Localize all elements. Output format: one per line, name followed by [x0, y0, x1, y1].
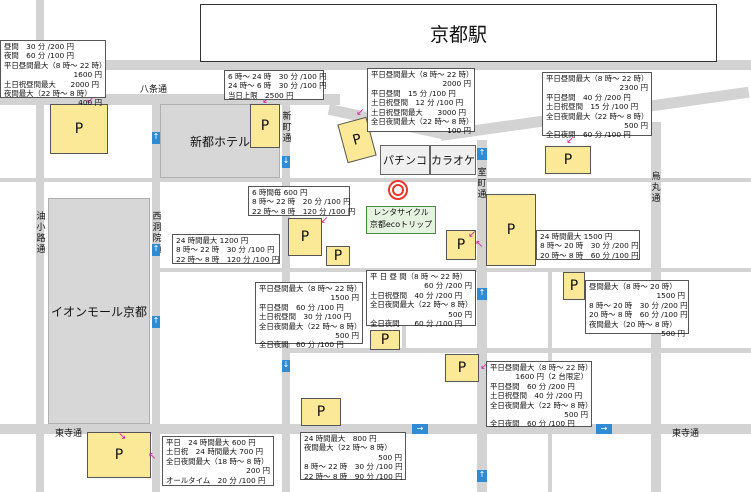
- parking-lot-a: P: [50, 104, 108, 154]
- pointer-arrow-icon: ↖: [475, 239, 484, 250]
- road-hachijo-west: [0, 94, 340, 105]
- oneway-arrow-icon: ↓: [282, 360, 290, 372]
- parking-lot-d: P: [545, 146, 591, 174]
- aeon-label: イオンモール京都: [50, 304, 147, 319]
- info-box-d: 平日昼間最大（8 時～ 22 時） 2300 円 平日昼間 40 分 /200 …: [542, 72, 652, 139]
- pachinko-label: パチンコ: [383, 154, 427, 167]
- road-muromachi: [477, 140, 487, 492]
- karaoke-label: カラオケ: [431, 154, 475, 167]
- info-box-l: 24 時間最大 800 円 夜間最大（22 時～ 8 時） 500 円 8 時～…: [300, 432, 406, 481]
- pointer-arrow-icon: ↙: [566, 135, 575, 146]
- oneway-arrow-icon: ↑: [477, 148, 487, 160]
- pachinko-sign: パチンコ: [380, 145, 430, 175]
- info-box-h: 平日昼間最大（8 時～ 22 時） 1500 円 平日昼間 60 分 /100 …: [255, 282, 363, 349]
- oneway-arrow-icon: →: [412, 424, 428, 434]
- pointer-arrow-icon: ↙: [320, 215, 329, 226]
- oneway-arrow-icon: ↑: [477, 470, 487, 482]
- aeon-building: イオンモール京都: [48, 198, 150, 424]
- info-box-a: 昼間 30 分 /200 円 夜間 60 分 /100 円 平日昼間最大（8 時…: [0, 40, 106, 107]
- road-mid-3: [0, 178, 751, 182]
- target-marker-inner-icon: [392, 184, 404, 196]
- rental-line-1: レンタサイクル: [373, 208, 429, 217]
- parking-lot-f: P: [326, 246, 350, 266]
- pointer-arrow-icon: ↖: [148, 451, 157, 462]
- parking-lot-e: P: [288, 218, 322, 256]
- road-label-muromachi: 室町通: [477, 168, 487, 200]
- info-box-m: 平日 24 時間最大 600 円 土日祝 24 時間最大 700 円 全日夜間最…: [162, 436, 274, 486]
- parking-lot-m: P: [87, 432, 151, 478]
- parking-lot-j: P: [563, 272, 585, 300]
- parking-lot-h: P: [446, 230, 476, 260]
- road-toji: [0, 424, 751, 434]
- parking-lot-i: P: [370, 330, 400, 350]
- road-label-karasuma: 烏丸通: [651, 172, 661, 204]
- road-label-shinmachi: 新町通: [282, 112, 292, 144]
- info-box-i: 平 日 昼 間（8 時 ～ 22 時） 60 分 /200 円 土日祝昼間 40…: [366, 270, 476, 328]
- info-box-c: 平日昼間最大（8 時～ 22 時） 2000 円 平日昼間 15 分 /100 …: [367, 68, 475, 135]
- road-label-hachijo: 八条通: [140, 85, 168, 95]
- pointer-arrow-icon: ↙: [356, 107, 365, 118]
- oneway-arrow-icon: ↑: [477, 288, 487, 300]
- parking-lot-l: P: [301, 398, 341, 426]
- road-north: [0, 60, 751, 70]
- parking-lot-b: P: [250, 104, 280, 148]
- parking-lot-k: P: [445, 354, 479, 382]
- pointer-arrow-icon: ↙: [480, 361, 489, 372]
- info-box-k: 平日昼間最大（8 時～ 22 時） 1600 円（2 台限定） 平日昼間 60 …: [486, 361, 592, 428]
- target-marker-icon: [388, 180, 408, 200]
- road-label-toji-right: 東寺通: [672, 429, 700, 439]
- oneway-arrow-icon: ↑: [152, 132, 160, 144]
- pointer-arrow-icon: ↙: [262, 95, 271, 106]
- info-box-b: 6 時～ 24 時 30 分 /100 円 24 時～ 6 時 30 分 /10…: [224, 70, 327, 100]
- road-nishinotoin: [152, 104, 160, 492]
- oneway-arrow-icon: ↑: [152, 316, 160, 328]
- oneway-arrow-icon: ↓: [282, 156, 290, 168]
- karaoke-sign: カラオケ: [430, 145, 476, 175]
- road-mid-2: [290, 348, 751, 353]
- pointer-arrow-icon: ↙: [86, 95, 95, 106]
- parking-lot-g: P: [486, 194, 536, 266]
- station-name: 京都駅: [429, 23, 487, 46]
- oneway-arrow-icon: →: [596, 424, 612, 434]
- hotel-label: 新都ホテル: [189, 134, 250, 149]
- pointer-arrow-icon: ↙: [468, 229, 477, 240]
- road-aburanokoji: [36, 0, 44, 492]
- info-box-g: 24 時間最大 1500 円 8 時～ 20 時 30 分 /200 円 20 …: [536, 230, 640, 260]
- road-label-aburanokoji: 油小路通: [36, 212, 46, 255]
- rental-line-2: 京都ecoトリップ: [369, 220, 433, 229]
- rental-cycle-box: レンタサイクル 京都ecoトリップ: [366, 206, 436, 234]
- oneway-arrow-icon: ↑: [152, 244, 160, 256]
- station-sign: 京都駅: [200, 4, 717, 62]
- info-box-j: 昼間最大（8 時～ 20 時） 1500 円 8 時～ 20 時 30 分 /2…: [585, 280, 689, 338]
- road-label-toji-left: 東寺通: [55, 429, 83, 439]
- info-box-f: 24 時間最大 1200 円 8 時～ 22 時 30 分 /100 円 22 …: [172, 234, 280, 264]
- pointer-arrow-icon: ↘: [118, 431, 127, 442]
- info-box-e: 6 時間毎 600 円 8 時～ 22 時 20 分 /100 円 22 時～ …: [248, 186, 355, 216]
